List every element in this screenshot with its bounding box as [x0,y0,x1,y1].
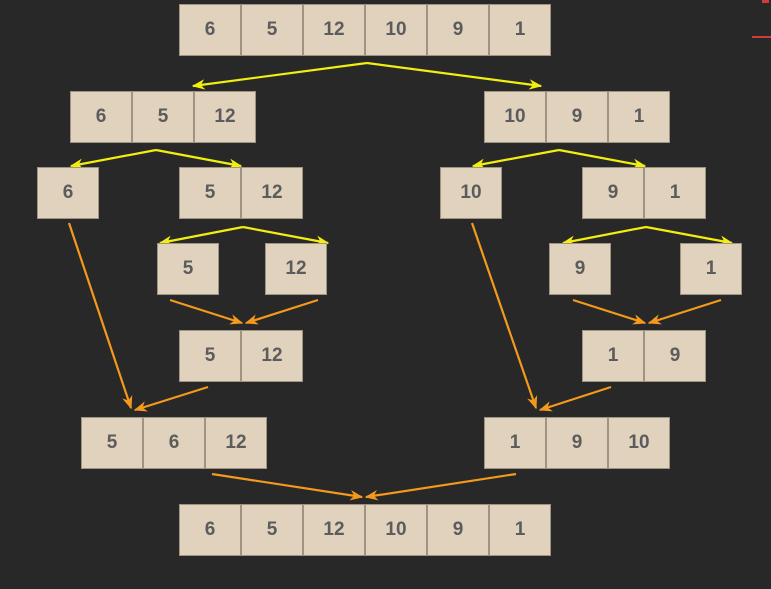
array-cell: 10 [608,417,670,469]
array-cell: 10 [440,167,502,219]
array-cell: 6 [179,504,241,556]
merge-arrow-l2-6-to-m2-left [67,222,133,410]
array-cell: 5 [81,417,143,469]
array-cell: 6 [179,4,241,56]
array-cell: 5 [241,504,303,556]
array-cell: 5 [157,243,219,295]
merge-arrow-l2-10-to-m2-right [470,222,538,410]
split-arrow-a0-to-l1-right [366,61,543,90]
array-cell: 1 [582,330,644,382]
merge-arrow-m1-1-9-to-m2-right [538,385,612,412]
array-cell: 10 [365,504,427,556]
split-arrow-l2-5-12-to-l3-12 [242,225,330,246]
merge-arrow-l3-12-to-m1-5-12 [244,298,319,325]
array-cell: 12 [241,330,303,382]
split-arrow-l2-9-1-to-l3-1 [645,225,734,247]
array-cell: 1 [608,91,670,143]
merge-arrow-l3-1-to-m1-1-9 [647,298,722,325]
merge-arrow-m1-5-12-to-m2-left [133,385,209,412]
merge-arrow-m2-right-to-final [364,472,517,501]
array-cell: 10 [365,4,427,56]
array-cell: 12 [265,243,327,295]
array-cell: 9 [644,330,706,382]
array-cell: 6 [37,167,99,219]
array-cell: 12 [303,4,365,56]
array-cell: 9 [546,417,608,469]
array-cell: 10 [484,91,546,143]
split-arrow-a0-to-l1-left [191,61,368,90]
split-arrow-l1-right-to-l2-10 [471,148,560,170]
array-cell: 12 [205,417,267,469]
array-cell: 9 [582,167,644,219]
array-cell: 9 [549,243,611,295]
array-cell: 1 [489,504,551,556]
array-cell: 5 [179,330,241,382]
merge-arrow-l3-9-to-m1-1-9 [572,298,647,325]
split-arrow-l1-left-to-l2-5-12 [155,148,243,169]
split-arrow-l1-right-to-l2-9-1 [558,148,647,170]
edge-mark-top [762,0,769,3]
array-cell: 9 [427,4,489,56]
array-cell: 5 [241,4,303,56]
split-arrow-l2-5-12-to-l3-5 [158,225,244,246]
array-cell: 1 [489,4,551,56]
array-cell: 5 [179,167,241,219]
array-cell: 6 [70,91,132,143]
array-cell: 1 [644,167,706,219]
array-cell: 5 [132,91,194,143]
array-cell: 1 [484,417,546,469]
merge-arrow-m2-left-to-final [211,472,364,501]
array-cell: 12 [241,167,303,219]
merge-arrow-l3-5-to-m1-5-12 [169,298,244,325]
edge-mark-bottom [752,36,771,38]
split-arrow-l1-left-to-l2-6 [69,148,157,169]
array-cell: 12 [194,91,256,143]
array-cell: 12 [303,504,365,556]
split-arrow-l2-9-1-to-l3-9 [561,225,647,246]
array-cell: 1 [680,243,742,295]
array-cell: 9 [546,91,608,143]
array-cell: 6 [143,417,205,469]
array-cell: 9 [427,504,489,556]
